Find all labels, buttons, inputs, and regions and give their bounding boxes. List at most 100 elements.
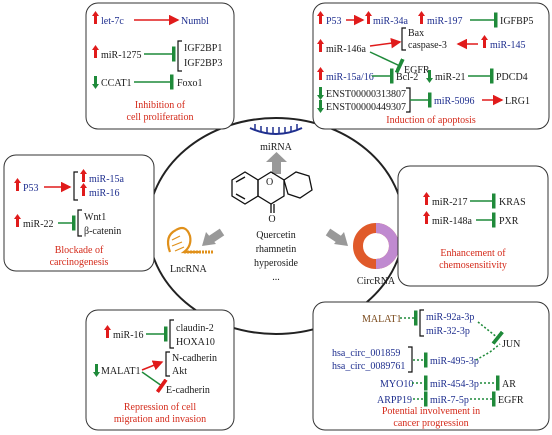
carc-mir16-label: miR-16 xyxy=(89,188,120,199)
prog-mir92a-label: miR-92a-3p xyxy=(426,312,474,323)
mig-malat1-row: MALAT1 N-cadherin Akt E-cadherin xyxy=(93,351,217,396)
mig-ncadherin-label: N-cadherin xyxy=(172,353,217,364)
carc-mir22-label: miR-22 xyxy=(23,219,54,230)
mig-ecadherin-label: E-cadherin xyxy=(166,385,210,396)
box-carcinogenesis xyxy=(3,154,155,272)
carc-p53-label: P53 xyxy=(23,183,39,194)
igf2bp3-label: IGF2BP3 xyxy=(184,58,222,69)
enst2-label: ENST00000449307 xyxy=(326,102,406,113)
caspase3-label: caspase-3 xyxy=(408,40,447,51)
chemo-mir217-row: miR-217 KRAS xyxy=(423,192,526,209)
prog-egfr-label: EGFR xyxy=(498,395,524,406)
chemo-mir217-label: miR-217 xyxy=(432,197,468,208)
grey-arrow-up xyxy=(266,152,287,174)
compound-rhamnetin: rhamnetin xyxy=(256,244,297,255)
carc-p53-row: P53 miR-15a miR-16 xyxy=(14,169,125,201)
mirna-label: miRNA xyxy=(260,142,292,153)
mir146a-label: miR-146a xyxy=(326,44,367,55)
lncrna-icon xyxy=(166,226,214,254)
mig-caption-2: migration and invasion xyxy=(114,414,206,425)
mirna-icon xyxy=(249,124,303,135)
box-progression xyxy=(312,301,550,431)
carc-mir22-row: miR-22 Wnt1 β-catenin xyxy=(14,209,121,237)
carc-bcatenin-label: β-catenin xyxy=(84,226,121,237)
numbl-label: Numbl xyxy=(181,16,209,27)
prog-mir454-label: miR-454-3p xyxy=(430,379,479,390)
apoptosis-caption: Induction of apoptosis xyxy=(386,115,476,126)
mir1275-label: miR-1275 xyxy=(101,50,142,61)
keto-oxygen-label: O xyxy=(268,214,275,225)
prog-caption-1: Potential involvement in xyxy=(382,406,480,417)
mig-mir16-row: miR-16 claudin-2 HOXA10 xyxy=(104,319,215,349)
prog-malat1-row: MALAT1 miR-92a-3p miR-32-3p JUN xyxy=(362,309,520,353)
lrg1-label: LRG1 xyxy=(505,96,530,107)
apop-row-3: miR-15a/16 Bcl-2 miR-21 PDCD4 xyxy=(317,67,528,84)
carc-caption-2: carcinogenesis xyxy=(50,257,109,268)
p53-label: P53 xyxy=(326,16,342,27)
pdcd4-label: PDCD4 xyxy=(496,72,528,83)
enst1-label: ENST00000313807 xyxy=(326,89,406,100)
mir197-label: miR-197 xyxy=(427,16,463,27)
prog-malat1-label: MALAT1 xyxy=(362,314,401,325)
mir5096-label: miR-5096 xyxy=(434,96,475,107)
grey-arrow-left xyxy=(202,228,225,246)
chemo-mir148a-label: miR-148a xyxy=(432,216,473,227)
prolif-mir1275-row: miR-1275 IGF2BP1 IGF2BP3 xyxy=(92,40,222,72)
compound-hyperoside: hyperoside xyxy=(254,258,298,269)
prog-circ1-label: hsa_circ_001859 xyxy=(332,348,400,359)
ccat1-label: CCAT1 xyxy=(101,78,132,89)
bax-label: Bax xyxy=(408,28,424,39)
igf2bp1-label: IGF2BP1 xyxy=(184,43,222,54)
prolif-caption-2: cell proliferation xyxy=(127,112,194,123)
mig-mir16-label: miR-16 xyxy=(113,330,144,341)
prog-mir495-label: miR-495-3p xyxy=(430,356,479,367)
prolif-let7c-row: let-7c Numbl xyxy=(92,11,209,27)
chemo-caption-1: Enhancement of xyxy=(440,248,506,259)
mig-malat1-label: MALAT1 xyxy=(101,366,140,377)
grey-arrow-right xyxy=(325,228,348,246)
lncrna-label: LncRNA xyxy=(170,264,207,275)
bcl2-label: Bcl-2 xyxy=(396,72,418,83)
apop-row-1: P53 miR-34a miR-197 IGFBP5 xyxy=(317,11,533,28)
circrna-label: CircRNA xyxy=(357,276,396,287)
apop-row-2: miR-146a Bax caspase-3 miR-145 EGFR xyxy=(317,27,526,76)
chemo-kras-label: KRAS xyxy=(499,197,526,208)
prog-mir32-label: miR-32-3p xyxy=(426,326,470,337)
flavone-structure-icon xyxy=(231,171,313,213)
foxo1-label: Foxo1 xyxy=(177,78,203,89)
box-chemosensitivity xyxy=(397,165,549,287)
carc-caption-1: Blockade of xyxy=(55,245,104,256)
prog-caption-2: cancer progression xyxy=(393,418,468,429)
igfbp5-label: IGFBP5 xyxy=(500,16,533,27)
ring-oxygen-label: O xyxy=(266,177,273,188)
mir34a-label: miR-34a xyxy=(373,16,409,27)
prog-arpp19-row: ARPP19 miR-7-5p EGFR xyxy=(377,391,524,407)
mig-caption-1: Repression of cell xyxy=(124,402,196,413)
mir21-label: miR-21 xyxy=(435,72,466,83)
carc-mir15a-label: miR-15a xyxy=(89,174,125,185)
box-apoptosis xyxy=(312,2,550,130)
compound-ellipsis: ... xyxy=(272,272,280,283)
chemo-pxr-label: PXR xyxy=(499,216,519,227)
prolif-caption-1: Inhibition of xyxy=(135,100,186,111)
prog-ar-label: AR xyxy=(502,379,516,390)
let7c-label: let-7c xyxy=(101,16,124,27)
compound-quercetin: Quercetin xyxy=(256,230,295,241)
mig-akt-label: Akt xyxy=(172,366,187,377)
prog-mir75p-label: miR-7-5p xyxy=(430,395,469,406)
prog-circ2-label: hsa_circ_0089761 xyxy=(332,361,405,372)
circrna-icon xyxy=(353,223,399,269)
carc-wnt1-label: Wnt1 xyxy=(84,212,106,223)
prog-myo10-row: MYO10 miR-454-3p AR xyxy=(380,375,516,391)
mir145-label: miR-145 xyxy=(490,40,526,51)
chemo-mir148a-row: miR-148a PXR xyxy=(423,211,519,228)
box-proliferation xyxy=(85,2,235,130)
egfr-label: EGFR xyxy=(404,65,430,76)
up-arrow-icon xyxy=(94,14,97,24)
prolif-ccat1-row: CCAT1 Foxo1 xyxy=(92,74,203,90)
prog-jun-label: JUN xyxy=(502,339,520,350)
prog-myo10-label: MYO10 xyxy=(380,379,413,390)
prog-circ-row: hsa_circ_001859 hsa_circ_0089761 miR-495… xyxy=(332,346,491,373)
mig-claudin2-label: claudin-2 xyxy=(176,323,214,334)
